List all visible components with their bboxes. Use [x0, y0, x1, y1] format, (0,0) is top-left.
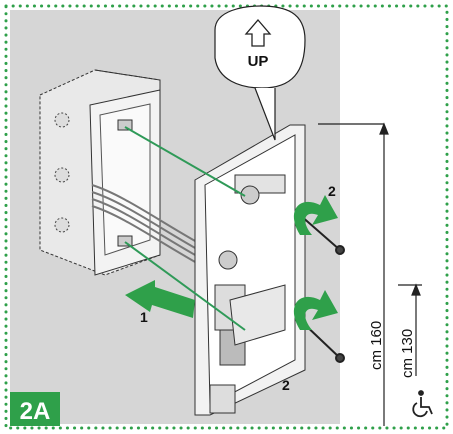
dimension-lines	[318, 122, 422, 426]
up-label: UP	[248, 53, 269, 70]
push-arrow	[125, 280, 195, 318]
height-label-160: cm 160	[368, 321, 385, 370]
up-arrow-icon	[244, 19, 272, 47]
step-number-2-bottom: 2	[282, 377, 290, 393]
step-number-1: 1	[140, 309, 148, 325]
panel-label: 2A	[20, 398, 51, 425]
wall-box	[39, 69, 161, 276]
alignment-lines	[124, 126, 246, 331]
wheelchair-icon	[412, 390, 433, 418]
height-label-130: cm 130	[399, 329, 416, 378]
panel-label-box	[10, 392, 60, 426]
rotation-arrows	[293, 195, 338, 330]
step-number-2-top: 2	[328, 183, 336, 199]
up-callout	[214, 5, 306, 141]
dotted-frame	[4, 4, 449, 430]
